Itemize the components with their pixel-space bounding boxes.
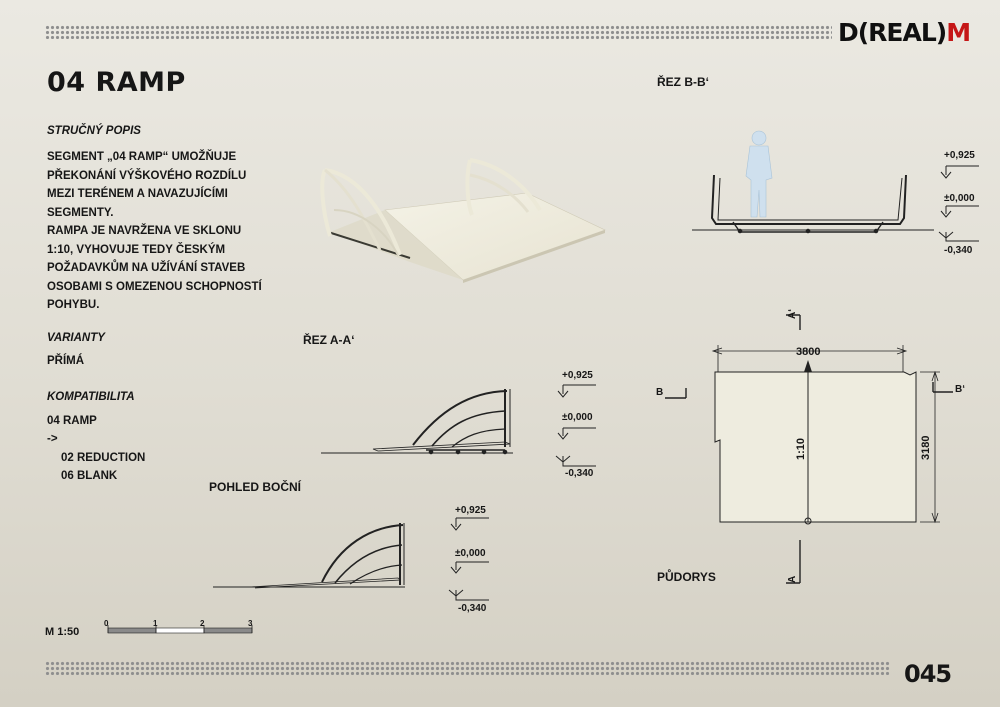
page-number: 045 (904, 660, 952, 688)
description-line: SEGMENT „04 RAMP“ UMOŽŇUJE (47, 151, 237, 163)
description-line: POŽADAVKŮM NA UŽÍVÁNÍ STAVEB (47, 262, 246, 274)
scale-tick-label: 1 (153, 619, 158, 628)
person-silhouette (745, 130, 773, 218)
header-dot-pattern (45, 25, 832, 39)
variants-heading: VARIANTY (47, 332, 105, 344)
level-label-bottom: -0,340 (565, 468, 594, 479)
level-label-zero: ±0,000 (944, 193, 975, 204)
description-heading: STRUČNÝ POPIS (47, 125, 141, 137)
plan-depth-dimension: 3180 (920, 435, 932, 460)
scale-tick-label: 3 (248, 619, 253, 628)
level-label-top: +0,925 (562, 370, 593, 381)
description-line: 1:10, VYHOVUJE TEDY ČESKÝM (47, 243, 226, 256)
scale-label: M 1:50 (45, 626, 80, 638)
level-label-zero: ±0,000 (562, 412, 593, 423)
side-view-label: POHLED BOČNÍ (209, 480, 302, 494)
compat-arrow: -> (47, 433, 58, 445)
scale-tick-label: 0 (104, 619, 109, 628)
section-aa-drawing (321, 389, 513, 455)
compat-heading: KOMPATIBILITA (47, 391, 135, 403)
section-bb-drawing (692, 174, 934, 234)
section-bb-label: ŘEZ B-B‘ (657, 75, 709, 89)
side-view-drawing (213, 523, 405, 589)
scale-bar (107, 625, 253, 634)
ramp-render (320, 158, 606, 283)
level-label-top: +0,925 (455, 505, 486, 516)
level-label-bottom: -0,340 (944, 245, 973, 256)
plan-drawing (665, 314, 953, 584)
section-mark-a: A (787, 575, 798, 583)
scale-tick-label: 2 (200, 619, 205, 628)
page-title: 04 RAMP (47, 67, 186, 98)
level-label-bottom: -0,340 (458, 603, 487, 614)
level-label-zero: ±0,000 (455, 548, 486, 559)
plan-slope-label: 1:10 (795, 437, 807, 460)
variants-value: PŘÍMÁ (47, 355, 85, 367)
level-markers (448, 165, 979, 601)
compat-item: 04 RAMP (47, 415, 97, 427)
description-text: SEGMENT „04 RAMP“ UMOŽŇUJE PŘEKONÁNÍ VÝŠ… (47, 148, 262, 315)
description-line: POHYBU. (47, 299, 100, 311)
section-aa-label: ŘEZ A-A‘ (303, 333, 355, 347)
section-mark-b: B (656, 387, 664, 398)
footer-dot-pattern (45, 661, 890, 675)
description-line: SEGMENTY. (47, 206, 114, 219)
description-line: RAMPA JE NAVRŽENA VE SKLONU (47, 225, 242, 237)
description-line: OSOBAMI S OMEZENOU SCHOPNOSTÍ (47, 280, 262, 293)
level-label-top: +0,925 (944, 150, 975, 161)
section-mark-b-prime: B‘ (955, 384, 965, 395)
description-line: PŘEKONÁNÍ VÝŠKOVÉHO ROZDÍLU (47, 169, 247, 182)
description-line: MEZI TERÉNEM A NAVAZUJÍCÍMI (47, 188, 228, 200)
plan-width-dimension: 3800 (796, 346, 821, 358)
compat-sub-item: 02 REDUCTION (61, 452, 146, 464)
section-mark-a-prime: A‘ (787, 309, 798, 319)
compat-sub-item: 06 BLANK (61, 470, 118, 482)
plan-label: PŮDORYS (657, 570, 716, 584)
logo: D(REAL)M (838, 18, 971, 47)
